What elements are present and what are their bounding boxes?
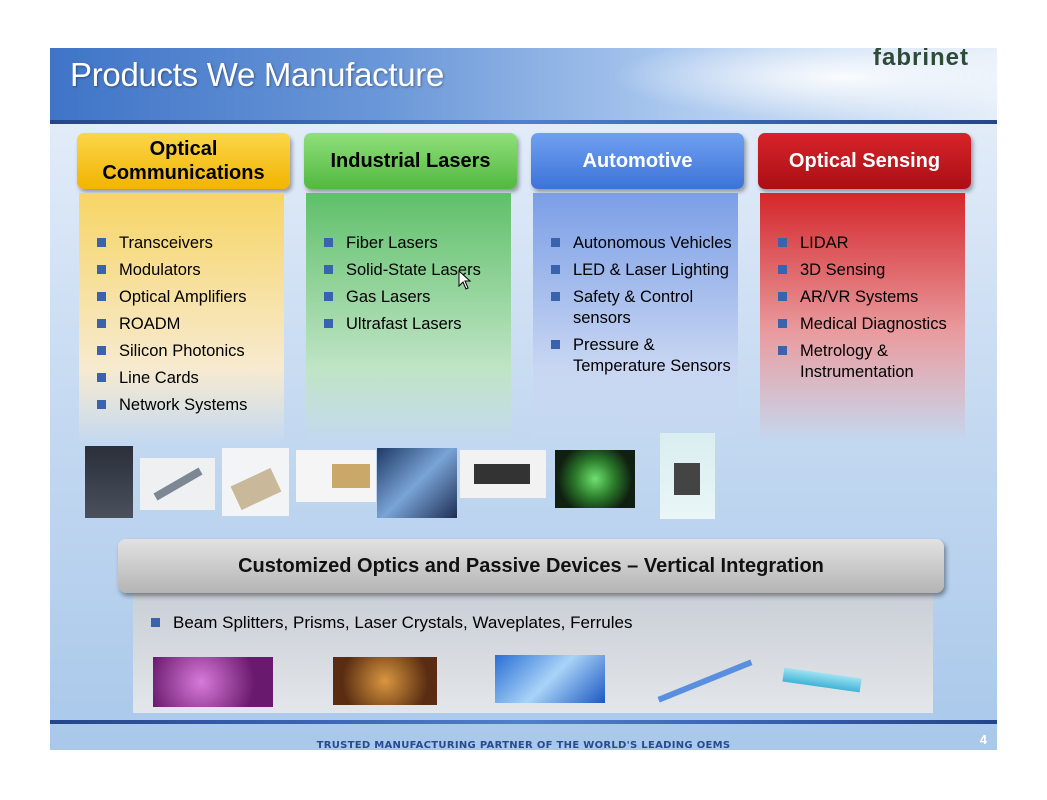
list-item: Gas Lasers — [324, 287, 511, 308]
list-item: Transceivers — [97, 233, 284, 254]
list-item: Silicon Photonics — [97, 341, 284, 362]
column-header: Optical Communications — [77, 133, 290, 189]
square-bullet-icon — [97, 400, 106, 409]
slide: Products We Manufacture fabrinet Transce… — [50, 48, 997, 750]
square-bullet-icon — [551, 340, 560, 349]
amplifier-photo — [222, 448, 289, 516]
company-logo: fabrinet — [872, 48, 969, 71]
product-list: Autonomous Vehicles LED & Laser Lighting… — [533, 193, 738, 377]
square-bullet-icon — [778, 346, 787, 355]
square-bullet-icon — [778, 238, 787, 247]
square-bullet-icon — [551, 292, 560, 301]
list-item: Metrology & Instrumentation — [778, 341, 965, 383]
column-body: Transceivers Modulators Optical Amplifie… — [79, 193, 284, 443]
square-bullet-icon — [778, 319, 787, 328]
square-bullet-icon — [97, 346, 106, 355]
ferrule-photo — [782, 667, 862, 693]
sensor-photo — [660, 433, 715, 519]
lens-photo — [333, 657, 437, 705]
square-bullet-icon — [778, 292, 787, 301]
list-item: ROADM — [97, 314, 284, 335]
passive-devices-panel: Beam Splitters, Prisms, Laser Crystals, … — [133, 593, 933, 713]
modulator-photo — [140, 458, 215, 510]
footer-tagline: TRUSTED MANUFACTURING PARTNER OF THE WOR… — [316, 740, 731, 750]
column-automotive: Autonomous Vehicles LED & Laser Lighting… — [531, 133, 744, 443]
list-item: LED & Laser Lighting — [551, 260, 738, 281]
square-bullet-icon — [324, 238, 333, 247]
list-item: Fiber Lasers — [324, 233, 511, 254]
column-header: Optical Sensing — [758, 133, 971, 189]
square-bullet-icon — [551, 265, 560, 274]
column-header: Automotive — [531, 133, 744, 189]
square-bullet-icon — [97, 373, 106, 382]
laser-module-photo — [296, 450, 376, 502]
product-list: Transceivers Modulators Optical Amplifie… — [79, 193, 284, 416]
column-header: Industrial Lasers — [304, 133, 517, 189]
square-bullet-icon — [324, 292, 333, 301]
square-bullet-icon — [151, 618, 160, 627]
square-bullet-icon — [97, 238, 106, 247]
list-item: Modulators — [97, 260, 284, 281]
list-item: Medical Diagnostics — [778, 314, 965, 335]
product-list: Fiber Lasers Solid-State Lasers Gas Lase… — [306, 193, 511, 335]
waveplate-photo — [657, 659, 753, 703]
column-industrial-lasers: Fiber Lasers Solid-State Lasers Gas Lase… — [304, 133, 517, 443]
page-number: 4 — [979, 732, 987, 747]
mouse-pointer-icon — [458, 270, 472, 290]
square-bullet-icon — [324, 265, 333, 274]
laser-crystal-photo — [153, 657, 273, 707]
product-list: LIDAR 3D Sensing AR/VR Systems Medical D… — [760, 193, 965, 383]
square-bullet-icon — [778, 265, 787, 274]
column-body: Autonomous Vehicles LED & Laser Lighting… — [533, 193, 738, 443]
slide-header: Products We Manufacture fabrinet — [50, 48, 997, 120]
page-title: Products We Manufacture — [70, 56, 445, 93]
header-glow — [610, 48, 997, 120]
header-divider — [50, 120, 997, 124]
footer-divider — [50, 720, 997, 724]
list-item: Autonomous Vehicles — [551, 233, 738, 254]
column-optical-communications: Transceivers Modulators Optical Amplifie… — [77, 133, 290, 443]
vertical-integration-banner: Customized Optics and Passive Devices – … — [118, 539, 944, 593]
list-item: Line Cards — [97, 368, 284, 389]
list-item: Network Systems — [97, 395, 284, 416]
prism-photo — [495, 655, 605, 703]
list-item: 3D Sensing — [778, 260, 965, 281]
column-body: LIDAR 3D Sensing AR/VR Systems Medical D… — [760, 193, 965, 443]
square-bullet-icon — [97, 265, 106, 274]
square-bullet-icon — [324, 319, 333, 328]
list-item: Pressure & Temperature Sensors — [551, 335, 738, 377]
solid-state-laser-photo — [460, 450, 546, 498]
list-item: Safety & Control sensors — [551, 287, 738, 329]
list-item: AR/VR Systems — [778, 287, 965, 308]
column-body: Fiber Lasers Solid-State Lasers Gas Lase… — [306, 193, 511, 443]
fiber-laser-photo — [377, 448, 457, 518]
list-item: Ultrafast Lasers — [324, 314, 511, 335]
column-optical-sensing: LIDAR 3D Sensing AR/VR Systems Medical D… — [758, 133, 971, 443]
list-item: LIDAR — [778, 233, 965, 254]
list-item: Solid-State Lasers — [324, 260, 511, 281]
transceiver-photo — [85, 446, 133, 518]
square-bullet-icon — [551, 238, 560, 247]
led-lighting-photo — [555, 450, 635, 508]
list-item: Beam Splitters, Prisms, Laser Crystals, … — [151, 613, 632, 633]
square-bullet-icon — [97, 292, 106, 301]
square-bullet-icon — [97, 319, 106, 328]
list-item: Optical Amplifiers — [97, 287, 284, 308]
